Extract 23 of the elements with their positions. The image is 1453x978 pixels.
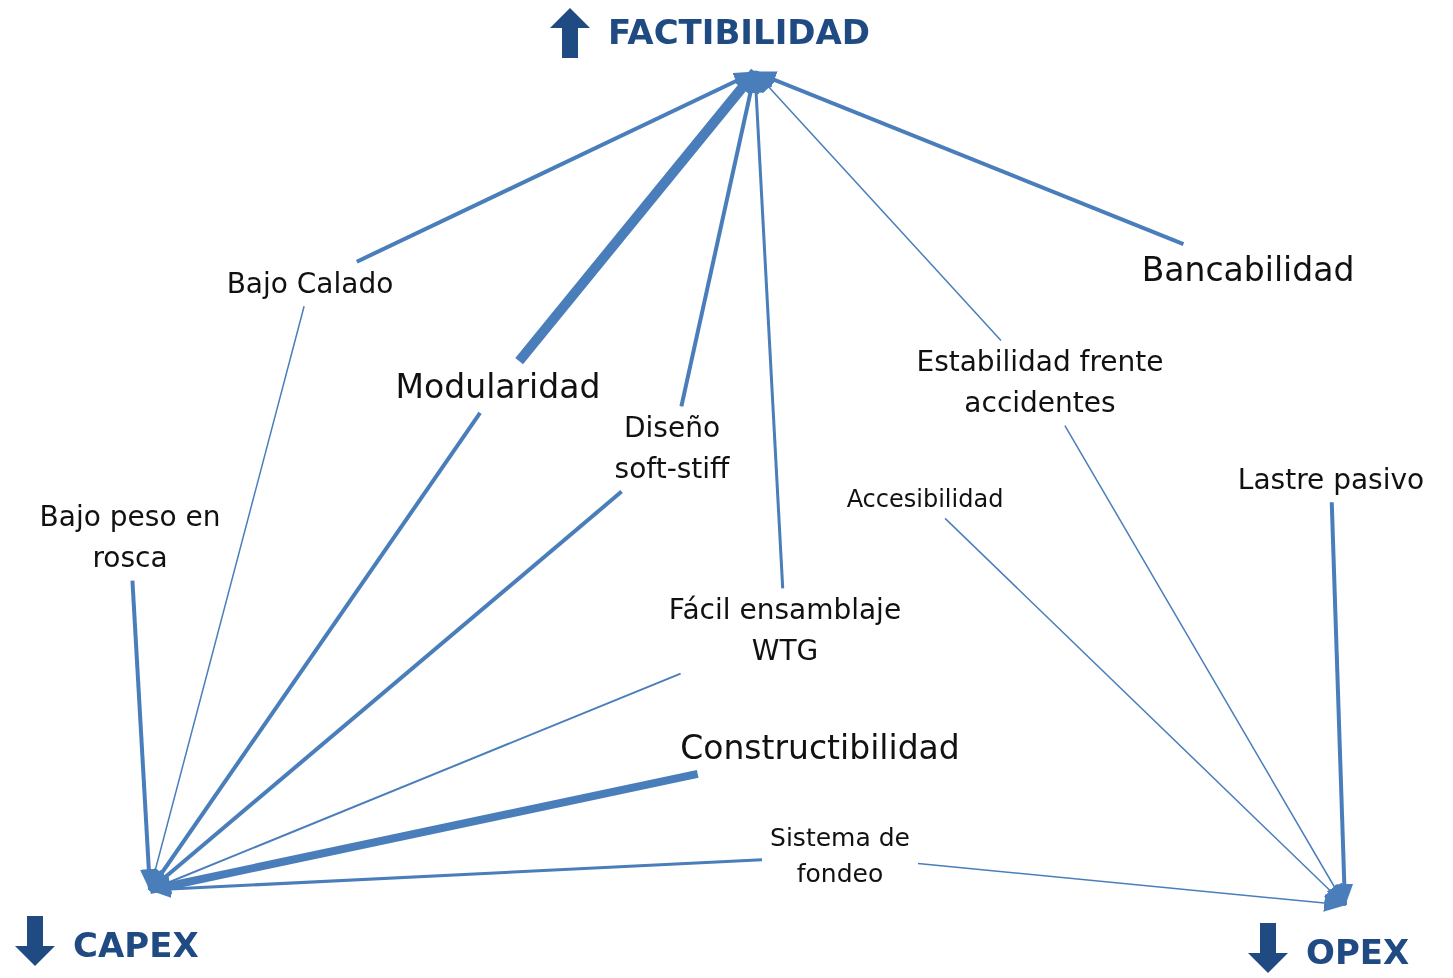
arrow <box>754 70 1185 246</box>
axis-title: CAPEX <box>73 923 199 967</box>
factor-label: Sistema de fondeo <box>766 819 914 893</box>
arrow <box>148 858 763 898</box>
factor-label: Estabilidad frente accidentes <box>912 342 1168 424</box>
arrow <box>355 70 756 264</box>
arrow <box>148 490 623 892</box>
factor-label: Bajo peso en rosca <box>35 497 225 579</box>
arrow <box>944 517 1346 906</box>
factor-label: Diseño soft-stiff <box>610 408 734 490</box>
factor-label: Bancabilidad <box>1137 246 1359 294</box>
factor-label: Bajo Calado <box>222 263 398 305</box>
factor-label: Constructibilidad <box>676 724 964 772</box>
factor-label: Modularidad <box>391 363 605 411</box>
factor-label: Lastre pasivo <box>1233 459 1429 501</box>
factor-label: Fácil ensamblaje WTG <box>664 590 906 672</box>
axis-title: OPEX <box>1306 930 1410 974</box>
factor-label: Accesibilidad <box>842 481 1008 517</box>
arrow <box>917 862 1347 912</box>
axis-title: FACTIBILIDAD <box>608 11 871 54</box>
arrow <box>148 770 699 895</box>
arrow <box>1329 502 1354 907</box>
arrow <box>130 580 158 892</box>
